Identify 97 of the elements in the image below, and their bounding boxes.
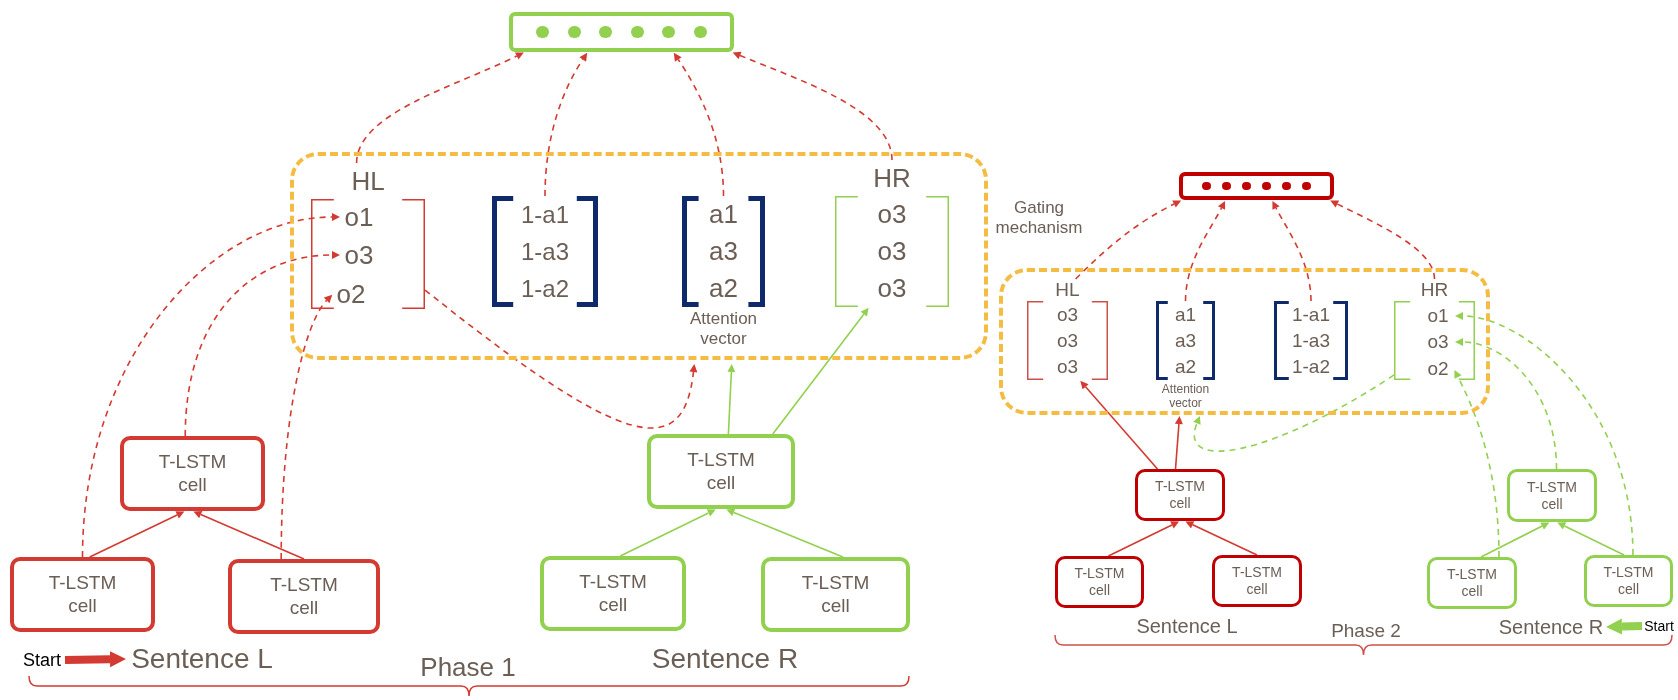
cell-label: T-LSTM cell [686,448,756,495]
dashed-arrow [424,289,698,429]
annotation-label: Gating mechanism [994,198,1084,239]
dashed-arrow [732,51,893,161]
cell-label: T-LSTM cell [578,570,648,617]
vector-entry: 1-a2 [519,273,570,304]
cell-label: T-LSTM cell [800,571,871,618]
vector-entry: a1 [1173,303,1198,325]
dashed-arrow [544,52,587,197]
dashed-group-box [290,152,988,360]
dashed-arrow [81,213,340,558]
vector-entry: o2 [1422,357,1454,381]
lstm-cell-box [1212,555,1302,607]
vector-heading: HL [350,165,386,198]
vector-entry: o1 [1422,304,1454,328]
vector-entry: 1-a1 [519,199,570,230]
vector-entry: o3 [876,273,908,304]
arrow [1080,380,1159,470]
sentence-label: Sentence R [1496,614,1606,640]
vector-entry: o1 [341,202,377,232]
cell-label: T-LSTM cell [1602,564,1655,598]
dashed-arrow [1074,200,1182,280]
lstm-cell-box [647,434,795,509]
vector-heading: HL [1054,279,1081,301]
arrow [726,508,844,558]
start-label: Start [1642,616,1676,636]
cell-label: T-LSTM cell [269,573,339,620]
vector-caption: Attention vector [688,309,759,350]
lstm-cell-box [761,557,910,632]
sentence-label: Sentence L [1135,614,1239,638]
cell-label: T-LSTM cell [47,571,118,618]
vector-heading: HR [1419,279,1450,301]
vector-entry: o3 [1422,330,1454,354]
vector-entry: o3 [1055,356,1080,378]
lstm-cell-box [1055,556,1144,608]
vector-entry: o3 [341,240,377,270]
vector-entry: a3 [708,236,739,267]
phase-label: Phase 1 [419,652,517,684]
phase-label: Phase 2 [1330,620,1402,643]
arrow [1107,521,1180,557]
vector-entry: o3 [876,236,908,267]
cell-label: T-LSTM cell [1446,566,1498,600]
dashed-arrow [355,52,524,164]
vector-heading: HR [872,162,912,195]
block-arrow [64,651,126,668]
arrow [1174,416,1183,470]
vector-entry: 1-a1 [1290,303,1331,325]
dashed-arrow [1455,338,1558,470]
vector-entry: 1-a3 [519,236,570,267]
dashed-arrow [1184,201,1226,302]
vector-entry: 1-a2 [1290,356,1331,378]
cell-label: T-LSTM cell [1073,565,1126,599]
arrow [88,511,185,558]
dashed-arrow [280,294,332,560]
vector-entry: o3 [1055,329,1080,351]
lstm-cell-box [10,557,155,632]
vector-entry: o2 [333,279,369,309]
lstm-cell-box [540,556,686,631]
arrow [772,307,869,435]
output-vector-bar [1179,172,1334,200]
cell-label: T-LSTM cell [1231,564,1283,598]
arrow [1185,521,1258,556]
output-vector-bar [509,12,734,52]
dashed-arrow [1272,201,1312,302]
dashed-arrow [184,251,340,437]
lstm-cell-box [1427,557,1517,609]
dashed-arrow [1454,369,1500,558]
start-label: Start [19,647,65,673]
dashed-arrow [1330,200,1436,280]
vector-entry: a1 [708,199,739,230]
vector-entry: 1-a3 [1290,329,1331,351]
lstm-cell-box [1135,469,1225,521]
arrow [1480,522,1550,558]
lstm-cell-box [228,559,380,634]
vector-entry: o3 [876,199,908,230]
arrow [193,510,305,560]
dashed-arrow [1455,312,1634,556]
vector-entry: a2 [708,273,739,304]
arrow [1557,522,1625,556]
cell-label: T-LSTM cell [1154,478,1206,512]
block-arrow [1606,618,1643,635]
dashed-arrow [673,52,725,197]
dashed-group-box [999,268,1490,415]
lstm-cell-box [1584,555,1673,607]
vector-caption: Attention vector [1160,382,1211,411]
sentence-label: Sentence L [126,642,278,676]
sentence-label: Sentence R [650,642,800,676]
lstm-cell-box [120,436,265,511]
vector-entry: o3 [1055,303,1080,325]
vector-entry: a2 [1173,356,1198,378]
cell-label: T-LSTM cell [157,450,228,497]
cell-label: T-LSTM cell [1526,478,1578,513]
arrow [619,509,716,557]
arrow [727,364,736,435]
dashed-arrow [1193,374,1395,452]
lstm-cell-box [1507,469,1597,522]
vector-entry: a3 [1173,329,1198,351]
